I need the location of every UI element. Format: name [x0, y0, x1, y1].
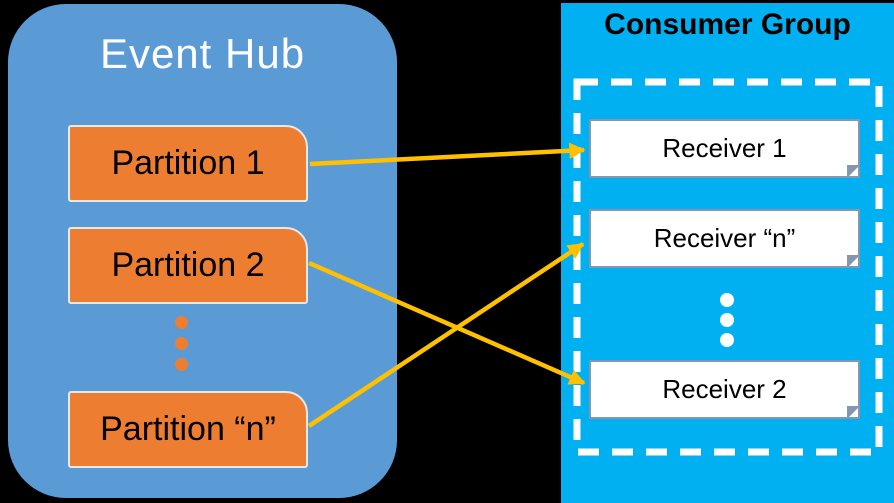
partition-ellipsis-dot	[175, 316, 188, 329]
partition-n-box: Partition “n”	[68, 391, 308, 468]
partition-1-label: Partition 1	[111, 144, 265, 182]
folded-corner-icon	[847, 165, 860, 178]
receiver-2-label: Receiver 2	[662, 374, 787, 404]
receiver-ellipsis-dot	[720, 333, 734, 347]
receiver-n-label: Receiver “n”	[653, 223, 796, 253]
receiver-1-label: Receiver 1	[662, 133, 787, 163]
partition-n-label: Partition “n”	[100, 410, 276, 448]
receiver-n-box: Receiver “n”	[589, 209, 860, 268]
receiver-ellipsis-dot	[720, 293, 734, 307]
folded-corner-icon	[847, 406, 860, 419]
partition-ellipsis-dot	[175, 337, 188, 350]
folded-corner-icon	[847, 255, 860, 268]
consumer-group-title: Consumer Group	[604, 8, 851, 41]
partition-ellipsis-dot	[175, 358, 188, 371]
receiver-1-box: Receiver 1	[589, 119, 860, 178]
event-hub-title: Event Hub	[99, 30, 306, 77]
receiver-ellipsis-dot	[720, 313, 734, 327]
partition-2-box: Partition 2	[68, 227, 308, 304]
partition-1-box: Partition 1	[68, 125, 308, 202]
partition-2-label: Partition 2	[111, 246, 265, 284]
receiver-2-box: Receiver 2	[589, 360, 860, 419]
